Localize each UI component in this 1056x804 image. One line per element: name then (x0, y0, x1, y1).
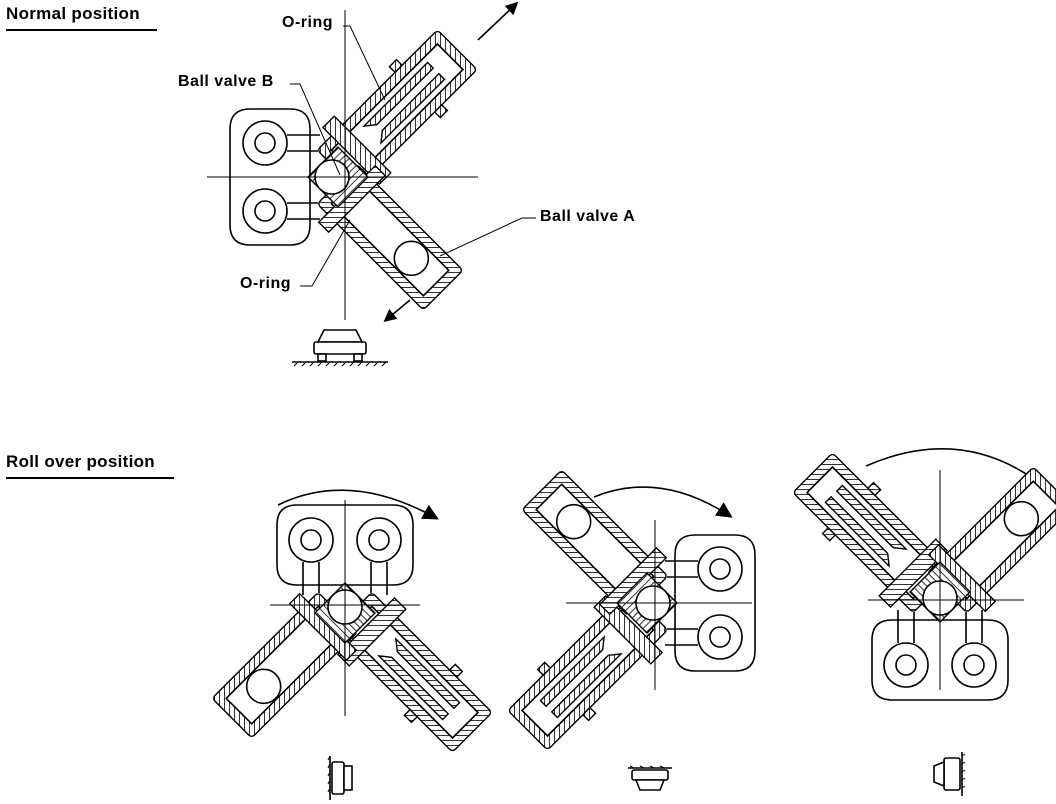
normal-position-title: Normal position (6, 4, 140, 23)
car-side-icon (327, 755, 353, 800)
flow-arrow-upper (477, 1, 519, 41)
normal-position-underline (6, 29, 157, 31)
ball-valve-b-label: Ball valve B (178, 73, 274, 90)
car-side-icon (933, 752, 966, 796)
rollover-position-title: Roll over position (6, 452, 155, 471)
o-ring-top-leader (343, 25, 386, 101)
ball-valve-a-label: Ball valve A (540, 208, 636, 225)
rollover-valve-1 (202, 504, 502, 762)
rollover-valve-3 (783, 443, 1056, 701)
flow-arrow-lower (383, 299, 411, 323)
car-front-icon (292, 329, 388, 367)
rollover-valve-2 (498, 460, 756, 760)
rotation-arrow-1 (277, 489, 439, 520)
ball-valve-a-leader (439, 217, 536, 257)
o-ring-bottom-leader (300, 219, 351, 287)
car-upside-down-icon (628, 765, 672, 791)
rollover-position-heading: Roll over position (6, 452, 174, 479)
rollover-position-underline (6, 477, 174, 479)
normal-position-valve (229, 20, 487, 320)
ball-valve-b-leader (290, 83, 341, 176)
rotation-arrow-3 (865, 448, 1041, 484)
normal-position-heading: Normal position (6, 4, 157, 31)
rotation-arrow-2 (593, 486, 733, 518)
o-ring-top-label: O-ring (282, 14, 333, 31)
o-ring-bottom-label: O-ring (240, 275, 291, 292)
